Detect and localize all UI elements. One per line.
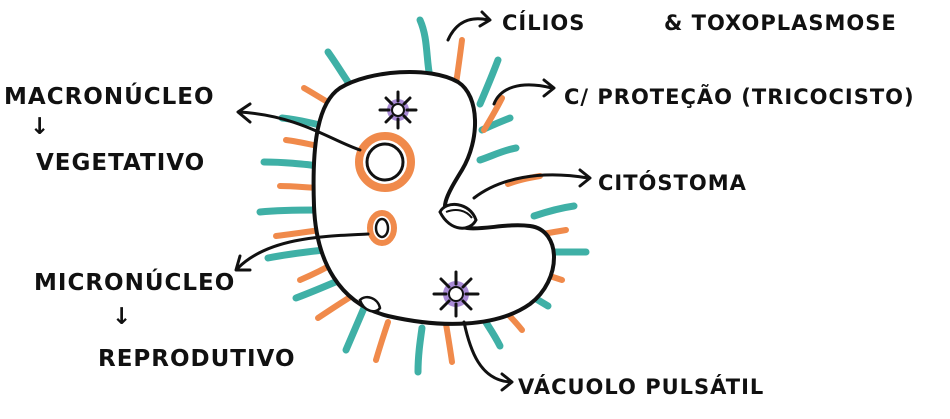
cell-body xyxy=(314,72,554,324)
label-vacuolo: VÁCUOLO PULSÁTIL xyxy=(518,374,764,399)
label-vegetativo: VEGETATIVO xyxy=(36,150,205,176)
macronucleus xyxy=(359,136,411,188)
label-macronucleo-arrow: ↓ xyxy=(30,114,50,140)
contractile-vacuole-bottom xyxy=(434,272,478,316)
label-protecao: C/ PROTEÇÃO (TRICOCISTO) xyxy=(564,84,915,109)
label-reprodutivo: REPRODUTIVO xyxy=(98,346,296,372)
label-macronucleo: MACRONÚCLEO xyxy=(4,82,215,110)
label-micronucleo-arrow: ↓ xyxy=(112,304,132,330)
label-toxoplasmose: & TOXOPLASMOSE xyxy=(664,11,897,35)
arrow-citostoma xyxy=(474,170,590,198)
label-cilios: CÍLIOS xyxy=(502,10,585,35)
contractile-vacuole-top xyxy=(380,92,416,128)
label-micronucleo: MICRONÚCLEO xyxy=(34,268,235,296)
arrow-vacuolo xyxy=(464,322,512,390)
arrow-cilios xyxy=(448,12,490,40)
label-citostoma: CITÓSTOMA xyxy=(598,170,747,195)
